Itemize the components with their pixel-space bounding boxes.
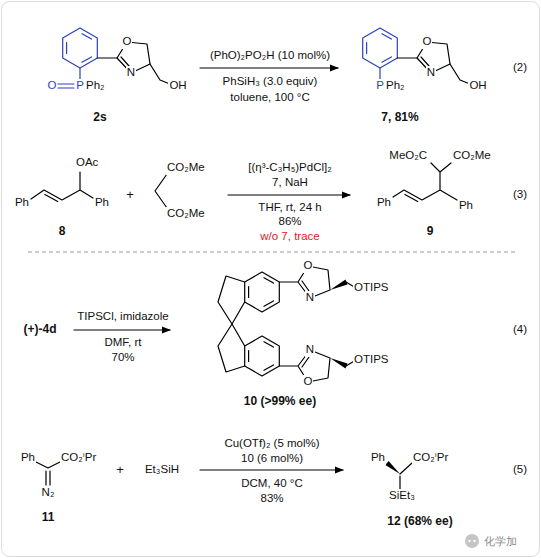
reaction-condition: 83%: [259, 492, 284, 505]
separator-line: [28, 252, 515, 253]
atom-label: N: [305, 291, 315, 304]
atom-label: OAc: [75, 156, 99, 169]
reaction-condition: DCM, 40 °C: [240, 477, 303, 490]
atom-label: CO₂ⁱPr: [412, 451, 449, 464]
reaction-condition: 70%: [110, 351, 135, 364]
atom-label: O: [303, 375, 314, 388]
atom-label: O: [47, 79, 58, 92]
compound-12: [385, 461, 412, 489]
reaction-condition: THF, rt, 24 h: [257, 201, 322, 214]
reaction-arrow: [200, 67, 338, 68]
atom-label: Ph: [376, 196, 392, 209]
atom-label: Et₃SiH: [144, 463, 180, 476]
compound-8: [31, 172, 93, 202]
control-note: w/o 7, trace: [259, 230, 320, 243]
reaction-condition: [(η³-C₃H₅)PdCl]₂: [247, 161, 332, 174]
atom-label: CO₂Me: [166, 207, 206, 220]
atom-label: Ph₂: [385, 79, 406, 92]
compound-number: 9: [426, 225, 435, 239]
atom-label: Ph: [370, 451, 386, 464]
atom-label: Ph: [20, 451, 36, 464]
watermark: 化学加: [483, 535, 518, 548]
atom-label: N: [426, 66, 436, 79]
compound-number: (+)-4d: [23, 323, 58, 337]
atom-label: OH: [168, 79, 187, 92]
compound-number: 11: [41, 511, 56, 525]
reaction-arrow: [200, 469, 343, 470]
reaction-condition: 86%: [277, 215, 302, 228]
compound-number: 10 (>99% ee): [243, 395, 317, 409]
reaction-condition: Cu(OTf)₂ (5 mol%): [223, 437, 320, 450]
reaction-condition: toluene, 100 °C: [229, 91, 310, 104]
compound-number: 7, 81%: [380, 111, 419, 125]
atom-label: CO₂Me: [166, 161, 206, 174]
compound-number: 2s: [92, 111, 107, 125]
atom-label: P: [75, 79, 85, 92]
compound-10: [218, 266, 356, 382]
atom-label: N: [305, 343, 315, 356]
atom-label: OH: [468, 79, 487, 92]
atom-label: O: [303, 259, 314, 272]
reaction-condition: TIPSCl, imidazole: [76, 310, 169, 323]
atom-label: SiEt₃: [388, 489, 416, 502]
atom-label: Ph: [458, 199, 474, 212]
atom-label: N: [126, 66, 136, 79]
compound-number: 8: [58, 225, 67, 239]
atom-label: OTIPS: [353, 353, 390, 366]
compound-11: [36, 462, 60, 485]
malonate: [155, 174, 167, 208]
atom-label: Ph₂: [85, 79, 106, 92]
atom-label: Ph: [94, 196, 110, 209]
plus-sign: +: [115, 463, 125, 478]
atom-label: CO₂Me: [452, 149, 492, 162]
compound-9: [393, 163, 457, 202]
plus-sign: +: [125, 188, 135, 203]
reaction-condition: DMF, rt: [103, 336, 142, 349]
equation-number: (3): [512, 188, 528, 201]
compound-number: 12 (68% ee): [386, 515, 453, 529]
structures: [31, 28, 470, 489]
watermark-icon: [465, 534, 479, 548]
reaction-arrow: [228, 194, 350, 195]
atom-label: Ph: [14, 196, 30, 209]
atom-label: CO₂ⁱPr: [60, 451, 97, 464]
compound-7: [363, 28, 470, 84]
reaction-condition: 7, NaH: [271, 176, 309, 189]
reaction-condition: (PhO)₂PO₂H (10 mol%): [209, 49, 331, 62]
reaction-condition: 10 (6 mol%): [240, 452, 304, 465]
reaction-arrow: [74, 329, 170, 330]
equation-number: (4): [512, 323, 528, 336]
equation-number: (2): [512, 61, 528, 74]
reaction-condition: PhSiH₃ (3.0 equiv): [222, 75, 319, 88]
atom-label: MeO₂C: [388, 149, 428, 162]
atom-label: P: [375, 79, 385, 92]
atom-label: OTIPS: [353, 281, 390, 294]
atom-label: O: [122, 35, 133, 48]
atom-label: O: [422, 35, 433, 48]
equation-number: (5): [512, 463, 528, 476]
atom-label: N₂: [41, 486, 56, 499]
